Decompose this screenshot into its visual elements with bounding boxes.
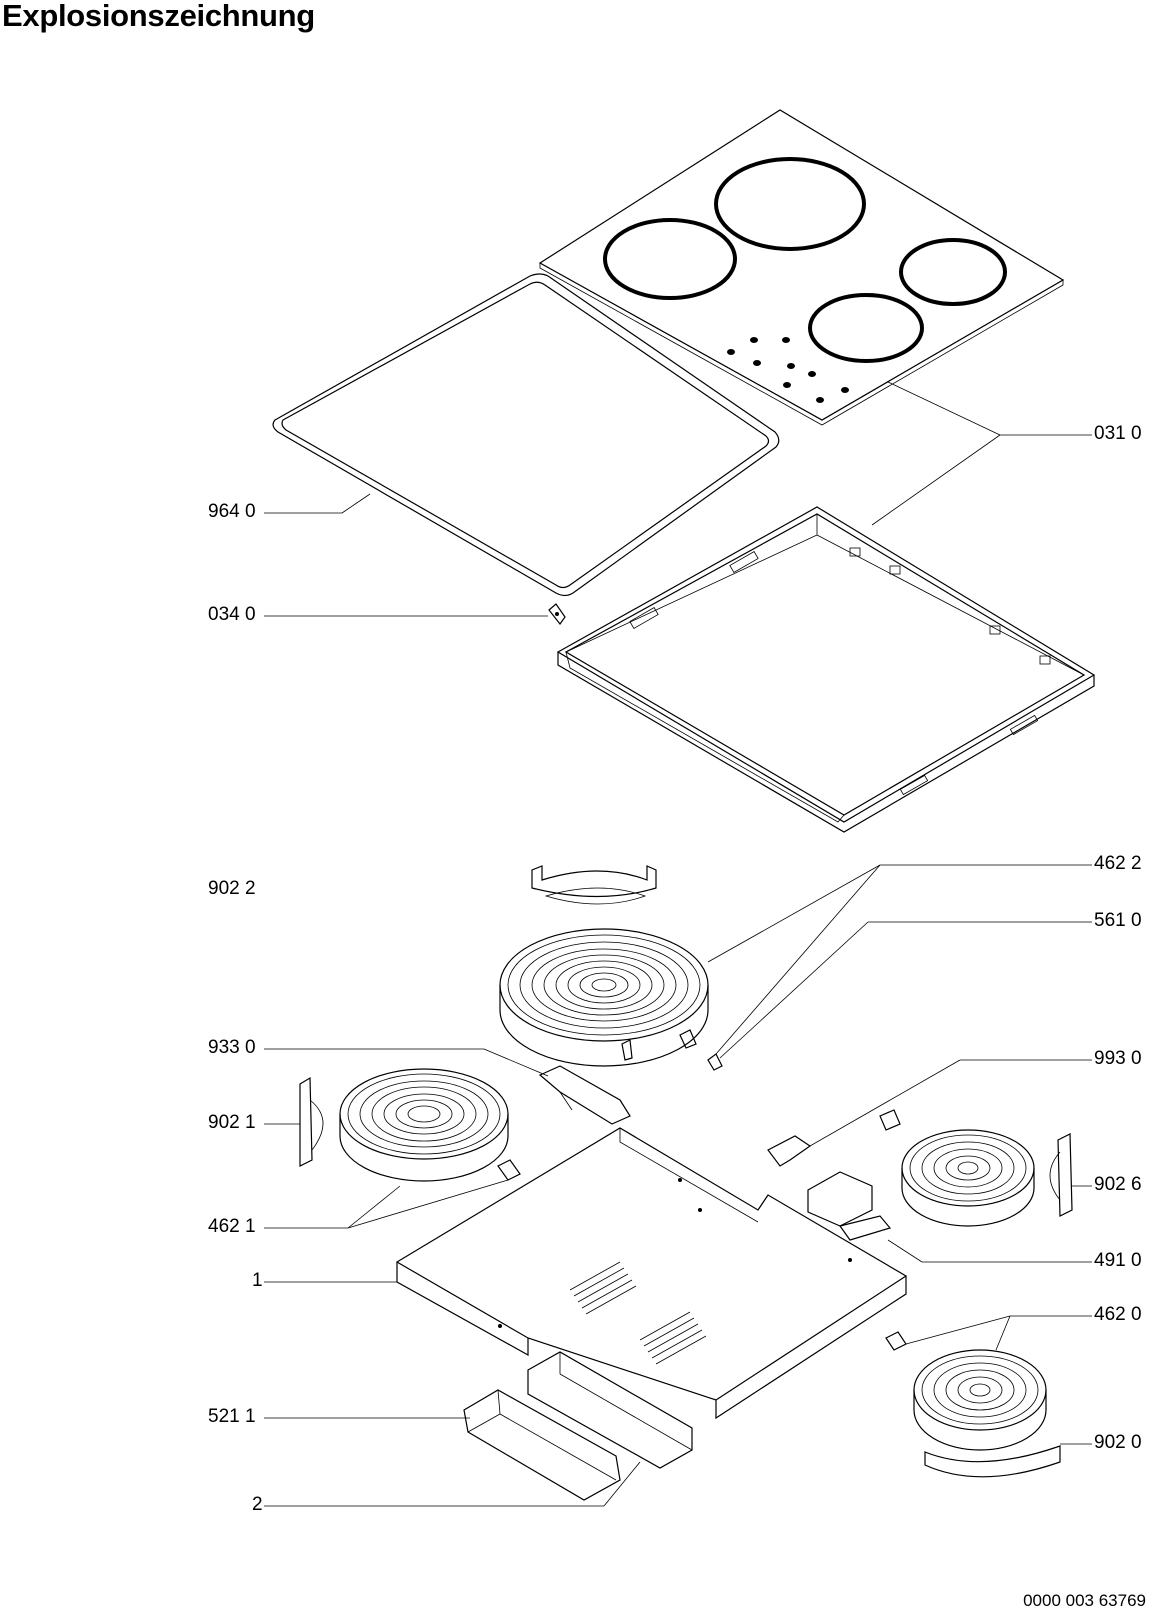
callout-902-6: 902 6: [1094, 1174, 1142, 1195]
cover-channel: [527, 1351, 693, 1469]
frame-slots: [629, 547, 1051, 796]
callout-462-1: 462 1: [208, 1216, 256, 1237]
heater-front-right: [885, 1331, 1061, 1478]
cooking-zone-left: [603, 218, 737, 300]
control-unit: [463, 1389, 621, 1501]
bracket-902-2: [531, 865, 657, 905]
leader-lines: [264, 381, 1092, 1507]
retaining-clip: [548, 603, 566, 626]
callout-462-0: 462 0: [1094, 1304, 1142, 1325]
control-dots: [727, 337, 849, 403]
heater-right: [879, 1109, 1073, 1227]
document-number: 0000 003 63769: [1023, 1591, 1146, 1610]
callout-462-2: 462 2: [1094, 853, 1142, 874]
cooking-zone-front: [808, 293, 924, 363]
callout-933-0: 933 0: [208, 1037, 256, 1058]
callout-964-0: 964 0: [208, 501, 256, 522]
temperature-limiter: [538, 1065, 631, 1125]
callout-2: 2: [252, 1494, 263, 1515]
base-tray: [395, 1127, 908, 1420]
callout-1: 1: [252, 1270, 263, 1291]
heater-left: [299, 1068, 521, 1182]
callout-031-0: 031 0: [1094, 423, 1142, 444]
gasket-seal: [272, 273, 780, 597]
hob-frame: [556, 506, 1096, 833]
callout-521-1: 521 1: [208, 1406, 256, 1427]
power-module: [807, 1171, 892, 1241]
vent-slots: [569, 1261, 707, 1365]
callout-902-2: 902 2: [208, 878, 256, 899]
heater-large: [499, 928, 723, 1071]
connector-holder: [767, 1135, 812, 1167]
callout-902-0: 902 0: [1094, 1432, 1142, 1453]
page-title: Explosionszeichnung: [2, 0, 315, 33]
cooking-zone-right: [899, 238, 1007, 306]
callout-561-0: 561 0: [1094, 910, 1142, 931]
callout-902-1: 902 1: [208, 1112, 256, 1133]
callout-993-0: 993 0: [1094, 1048, 1142, 1069]
callout-491-0: 491 0: [1094, 1250, 1142, 1271]
cooking-zone-large: [714, 157, 866, 251]
callout-034-0: 034 0: [208, 604, 256, 625]
glass-ceramic-top: [538, 109, 1065, 426]
